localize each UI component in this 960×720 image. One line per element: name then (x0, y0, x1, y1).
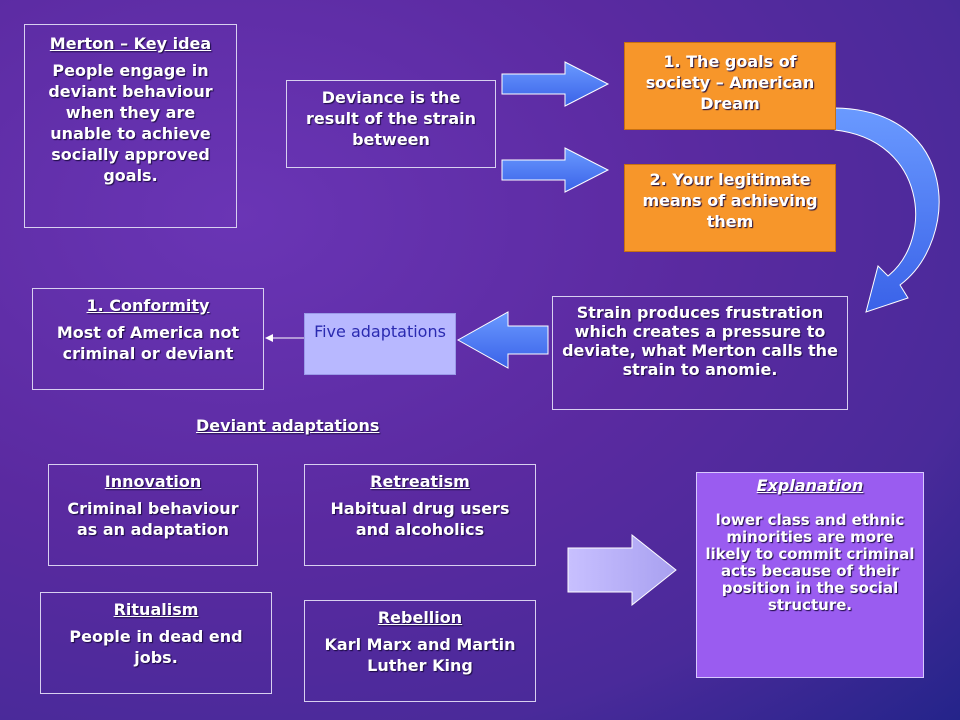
innovation-box: Innovation Criminal behaviour as an adap… (48, 464, 258, 566)
ritualism-text: People in dead end jobs. (69, 627, 243, 667)
deviant-adaptations-heading: Deviant adaptations (196, 416, 380, 435)
retreatism-text: Habitual drug users and alcoholics (330, 499, 510, 539)
rebellion-box: Rebellion Karl Marx and Martin Luther Ki… (304, 600, 536, 702)
merton-key-idea-box: Merton – Key idea People engage in devia… (24, 24, 237, 228)
merton-key-idea-title: Merton – Key idea (49, 34, 212, 53)
innovation-title: Innovation (104, 472, 202, 491)
ritualism-box: Ritualism People in dead end jobs. (40, 592, 272, 694)
rebellion-title: Rebellion (377, 608, 463, 627)
deviance-box: Deviance is the result of the strain bet… (286, 80, 496, 168)
explanation-text: lower class and ethnic minorities are mo… (705, 511, 915, 614)
curved-arrow-right (834, 107, 940, 313)
means-box: 2. Your legitimate means of achieving th… (624, 164, 836, 252)
arrow-to-five-adaptations (456, 311, 549, 369)
goals-text: 1. The goals of society – American Dream (645, 52, 815, 113)
strain-box: Strain produces frustration which create… (552, 296, 848, 410)
conformity-box: 1. Conformity Most of America not crimin… (32, 288, 264, 390)
arrow-to-goals (501, 61, 610, 107)
deviance-text: Deviance is the result of the strain bet… (305, 88, 477, 149)
explanation-title: Explanation (756, 476, 864, 495)
arrowhead-to-conformity (265, 334, 273, 342)
ritualism-title: Ritualism (113, 600, 199, 619)
strain-text: Strain produces frustration which create… (562, 303, 838, 379)
innovation-text: Criminal behaviour as an adaptation (67, 499, 239, 539)
means-text: 2. Your legitimate means of achieving th… (642, 170, 818, 231)
arrow-to-explanation (567, 533, 677, 607)
five-adaptations-box: Five adaptations (304, 313, 456, 375)
goals-box: 1. The goals of society – American Dream (624, 42, 836, 130)
retreatism-title: Retreatism (370, 472, 470, 491)
merton-key-idea-text: People engage in deviant behaviour when … (48, 61, 213, 185)
five-adaptations-text: Five adaptations (314, 322, 446, 341)
conformity-text: Most of America not criminal or deviant (56, 323, 240, 363)
conformity-title: 1. Conformity (86, 296, 210, 315)
retreatism-box: Retreatism Habitual drug users and alcoh… (304, 464, 536, 566)
arrow-to-means (501, 147, 610, 193)
rebellion-text: Karl Marx and Martin Luther King (324, 635, 516, 675)
explanation-box: Explanation lower class and ethnic minor… (696, 472, 924, 678)
